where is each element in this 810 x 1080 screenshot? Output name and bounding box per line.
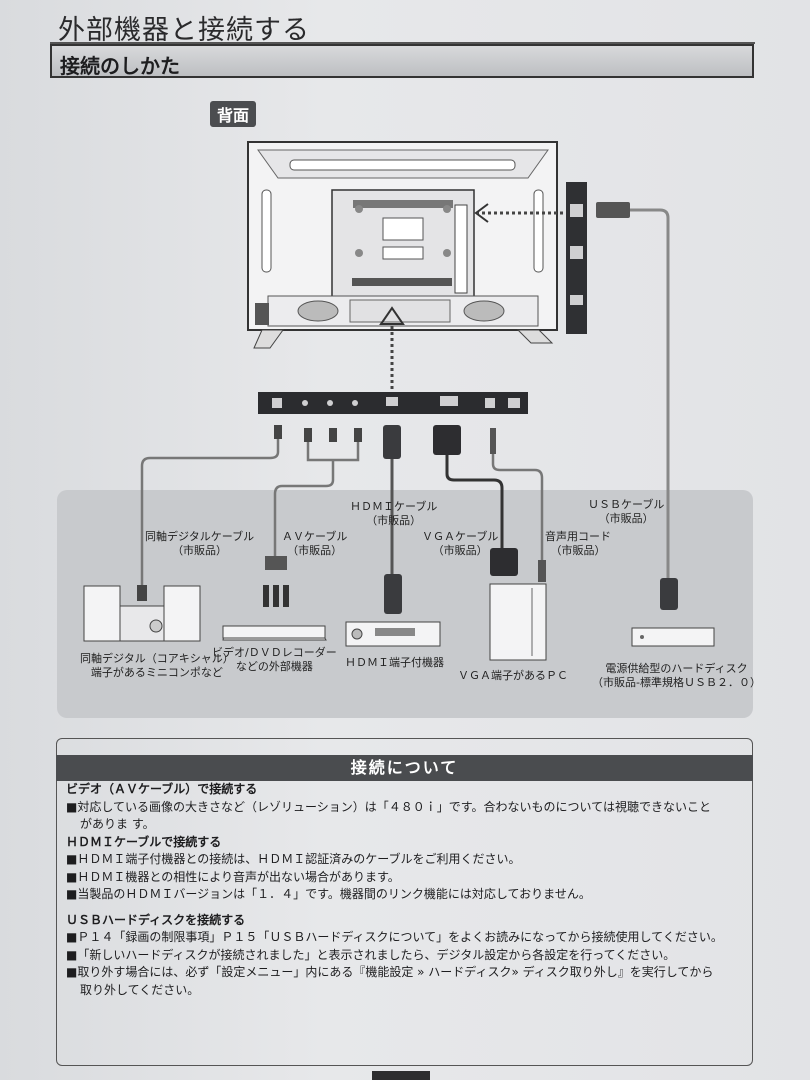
bottom-terminal-strip: [258, 392, 528, 414]
coax-cable-name: 同軸デジタルケーブル: [145, 530, 255, 543]
tv-back-illustration: [247, 141, 558, 349]
coax-cable: [140, 430, 280, 588]
audio-cable-name: 音声用コード: [545, 530, 611, 543]
connection-diagram: [83, 141, 715, 661]
usb-cable-name: ＵＳＢケーブル: [588, 498, 665, 511]
hdmi-cable-label: ＨＤＭＩケーブル （市販品）: [350, 500, 437, 528]
vga-cable-label: ＶＧＡケーブル （市販品）: [422, 530, 498, 558]
note-item: 取り外してください。: [80, 982, 200, 997]
dvd-recorder-label: ビデオ/ＤＶＤレコーダー などの外部機器: [212, 646, 337, 674]
note-item: ■「新しいハードディスクが接続されました」と表示されましたら、デジタル設定から各…: [66, 947, 676, 962]
av-cable-note: （市販品）: [287, 544, 343, 557]
footer-page-tab: [372, 1071, 430, 1080]
mini-component-line1: 同軸デジタル（コアキシャル）: [80, 652, 234, 665]
av-cable-label: ＡＶケーブル （市販品）: [282, 530, 347, 558]
note-item: ■対応している画像の大きさなど（レゾリューション）は「４８０ｉ」です。合わないも…: [66, 799, 711, 814]
coax-cable-note: （市販品）: [172, 544, 228, 557]
note-item: ■当製品のＨＤＭＩバージョンは「１．４」です。機器間のリンク機能には対応しており…: [66, 887, 591, 901]
av-cable: [273, 438, 360, 556]
side-usb-panel: [566, 182, 587, 334]
note-item: がありま す。: [80, 817, 155, 831]
hdmi-cable-name: ＨＤＭＩケーブル: [350, 500, 438, 513]
audio-cable-label: 音声用コード （市販品）: [545, 530, 611, 558]
note-gap: [66, 904, 756, 912]
hdmi-cable-note: （市販品）: [366, 514, 422, 527]
av-cable-name: ＡＶケーブル: [282, 530, 348, 543]
note-item: ■取り外す場合には、必ず「設定メニュー」内にある『機能設定 » ハードディスク»…: [66, 965, 714, 979]
usb-cable: [630, 208, 670, 580]
notes-title: 接続について: [350, 758, 459, 777]
note-heading-usb: ＵＳＢハードディスクを接続する: [66, 912, 246, 927]
mini-component-illustration: [83, 585, 201, 642]
mini-component-line2: 端子があるミニコンポなど: [90, 666, 223, 679]
usb-cable-label: ＵＳＢケーブル （市販品）: [588, 498, 664, 526]
note-item: ■Ｐ１４「録画の制限事項」Ｐ１５「ＵＳＢハードディスクについて」をよくお読みにな…: [66, 930, 723, 944]
pc-label: ＶＧＡ端子があるＰＣ: [458, 669, 568, 682]
mini-component-label: 同軸デジタル（コアキシャル） 端子があるミニコンポなど: [80, 652, 234, 680]
hard-disk-line1: 電源供給型のハードディスク: [605, 662, 748, 675]
dvd-recorder-line1: ビデオ/ＤＶＤレコーダー: [212, 646, 337, 659]
audio-cable-note: （市販品）: [550, 544, 606, 557]
hdmi-device-label: ＨＤＭＩ端子付機器: [345, 656, 444, 669]
back-label: 背面: [210, 101, 257, 127]
hard-disk-line2: （市販品-標準規格ＵＳＢ２．０）: [592, 676, 761, 689]
dvd-recorder-illustration: [222, 625, 327, 641]
note-item: ■ＨＤＭＩ機器との相性により音声が出ない場合があります。: [66, 869, 400, 884]
vga-cable: [445, 455, 504, 548]
notes-header: 接続について: [56, 755, 753, 781]
hdmi-device-illustration: [345, 621, 441, 647]
section-bar: 接続のしかた: [50, 44, 754, 78]
notes-body: ビデオ（ＡＶケーブル）で接続する ■対応している画像の大きさなど（レゾリューショ…: [66, 781, 756, 999]
page-title: 外部機器と接続する: [58, 15, 310, 46]
vga-cable-name: ＶＧＡケーブル: [422, 530, 499, 543]
coax-cable-label: 同軸デジタルケーブル （市販品）: [145, 530, 254, 558]
vga-cable-note: （市販品）: [432, 544, 488, 557]
audio-cable: [491, 452, 544, 568]
notes-box: [56, 738, 753, 1066]
hard-disk-label: 電源供給型のハードディスク （市販品-標準規格ＵＳＢ２．０）: [592, 662, 761, 690]
title-rule: [50, 42, 755, 44]
note-item: ■ＨＤＭＩ端子付機器との接続は、ＨＤＭＩ認証済みのケーブルをご利用ください。: [66, 852, 521, 866]
note-heading-hdmi: ＨＤＭＩケーブルで接続する: [66, 834, 222, 849]
note-heading-av: ビデオ（ＡＶケーブル）で接続する: [66, 782, 258, 796]
hard-disk-illustration: [631, 627, 715, 647]
dvd-recorder-line2: などの外部機器: [235, 660, 313, 673]
pc-tower-illustration: [489, 583, 547, 661]
section-title: 接続のしかた: [60, 54, 180, 78]
usb-cable-note: （市販品）: [598, 512, 654, 525]
